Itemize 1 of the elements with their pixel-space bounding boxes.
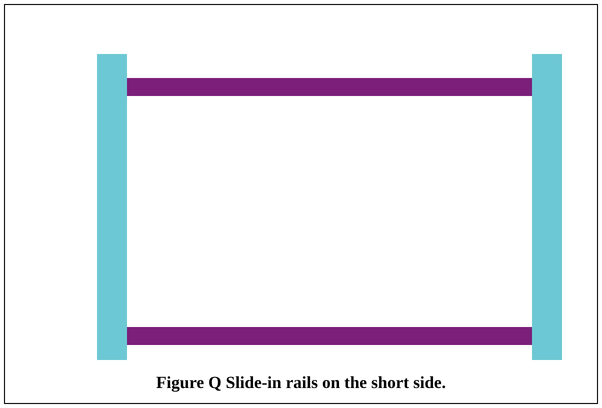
- figure-caption: Figure Q Slide-in rails on the short side.: [156, 373, 446, 392]
